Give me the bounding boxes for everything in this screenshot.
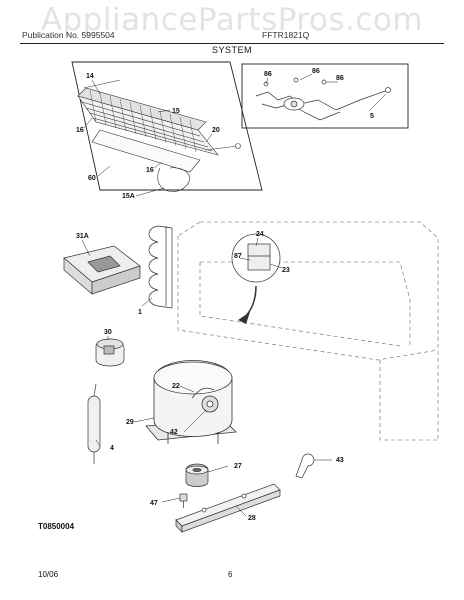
header-rule bbox=[20, 43, 444, 44]
callout-1: 1 bbox=[138, 309, 142, 316]
callout-14: 14 bbox=[86, 73, 94, 80]
callout-42: 42 bbox=[170, 429, 178, 436]
publication-number: Publication No. 5995504 bbox=[22, 30, 115, 40]
footer-date: 10/06 bbox=[38, 570, 59, 579]
defrost-heater-harness bbox=[255, 77, 391, 121]
callout-87: 87 bbox=[234, 253, 242, 260]
relay bbox=[95, 338, 125, 367]
callout-4: 4 bbox=[110, 445, 114, 452]
detail-callout bbox=[231, 233, 281, 324]
callout-27: 27 bbox=[234, 463, 242, 470]
mounting-rail bbox=[175, 483, 281, 533]
callout-86: 86 bbox=[336, 75, 344, 82]
callout-30: 30 bbox=[104, 329, 112, 336]
heater-inset-frame bbox=[241, 63, 409, 129]
callout-60: 60 bbox=[88, 175, 96, 182]
callout-22: 22 bbox=[172, 383, 180, 390]
callout-47: 47 bbox=[150, 500, 158, 507]
rubber-grommet bbox=[185, 463, 209, 487]
callout-28: 28 bbox=[248, 515, 256, 522]
callout-16: 16 bbox=[76, 127, 84, 134]
drain-pan bbox=[63, 245, 141, 295]
diagram-id: T0850004 bbox=[38, 522, 75, 531]
callout-29: 29 bbox=[126, 419, 134, 426]
clip bbox=[295, 453, 315, 479]
section-title: SYSTEM bbox=[211, 45, 252, 55]
callout-5: 5 bbox=[370, 113, 374, 120]
evaporator-inset-frame bbox=[71, 61, 263, 191]
condenser-coil bbox=[148, 225, 173, 309]
page-number: 6 bbox=[228, 570, 233, 579]
callout-15a: 15A bbox=[122, 193, 135, 200]
callout-15: 15 bbox=[172, 108, 180, 115]
callout-24: 24 bbox=[256, 231, 264, 238]
callout-86: 86 bbox=[312, 68, 320, 75]
screw bbox=[179, 493, 188, 508]
callout-86: 86 bbox=[264, 71, 272, 78]
callout-43: 43 bbox=[336, 457, 344, 464]
compressor bbox=[145, 360, 237, 444]
watermark: AppliancePartsPros.com bbox=[40, 2, 424, 38]
evaporator-coil bbox=[77, 79, 241, 192]
model-number: FFTR1821Q bbox=[262, 30, 310, 40]
filter-drier bbox=[87, 383, 101, 464]
callout-31a: 31A bbox=[76, 233, 89, 240]
callout-23: 23 bbox=[282, 267, 290, 274]
callout-16: 16 bbox=[146, 167, 154, 174]
callout-20: 20 bbox=[212, 127, 220, 134]
cabinet-outline bbox=[177, 221, 439, 441]
leader-lines bbox=[81, 73, 387, 517]
